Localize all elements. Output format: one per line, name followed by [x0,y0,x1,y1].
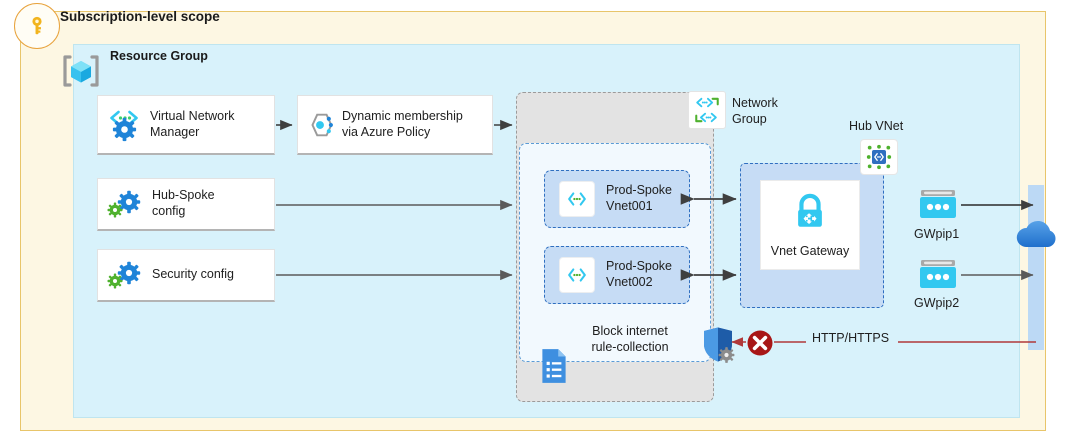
vnet-gateway-lock-icon [791,192,829,239]
cloud-icon [1012,215,1064,255]
gears-icon [98,255,152,295]
deny-x-icon [746,329,774,357]
key-icon [14,3,60,49]
traffic-type-label: HTTP/HTTPS [812,331,890,345]
card-virtual-network-manager[interactable]: Virtual Network Manager [97,95,275,155]
hub-vnet-label: Hub VNet [849,119,904,133]
card-label: Virtual Network Manager [150,108,235,139]
rule-collection-label: Block internet rule-collection [591,324,669,355]
public-ip-address-icon [917,188,959,222]
vnet-gateway-label: Vnet Gateway [770,244,850,258]
card-label: Security config [152,267,234,282]
virtual-network-icon [559,181,595,217]
card-label: Hub-Spoke config [152,188,215,218]
public-ip-label-1: GWpip1 [914,227,960,241]
public-ip-label-2: GWpip2 [914,296,960,310]
network-group-label: Network Group [732,96,778,126]
spoke-label: Prod-Spoke Vnet002 [606,259,673,289]
card-security-config[interactable]: Security config [97,249,275,302]
azure-policy-icon [298,105,342,145]
spoke-label: Prod-Spoke Vnet001 [606,183,673,213]
spoke-vnet-002[interactable]: Prod-Spoke Vnet002 [544,246,690,304]
resource-group-cube-icon [62,52,100,90]
security-admin-rule-shield-icon [700,326,736,364]
virtual-network-icon [559,257,595,293]
subscription-scope-title: Subscription-level scope [60,9,220,24]
rule-document-icon [539,347,569,385]
virtual-network-manager-icon [98,105,150,145]
card-hub-spoke-config[interactable]: Hub-Spoke config [97,178,275,231]
public-ip-address-icon [917,258,959,292]
vnet-gateway-card[interactable]: Vnet Gateway [760,180,860,270]
card-dynamic-membership[interactable]: Dynamic membership via Azure Policy [297,95,493,155]
hub-vnet-icon [860,139,898,175]
card-label: Dynamic membership via Azure Policy [342,108,463,139]
gears-icon [98,184,152,224]
spoke-vnet-001[interactable]: Prod-Spoke Vnet001 [544,170,690,228]
resource-group-title: Resource Group [110,49,208,63]
network-group-icon [688,91,726,129]
internet-bar [1028,185,1044,350]
